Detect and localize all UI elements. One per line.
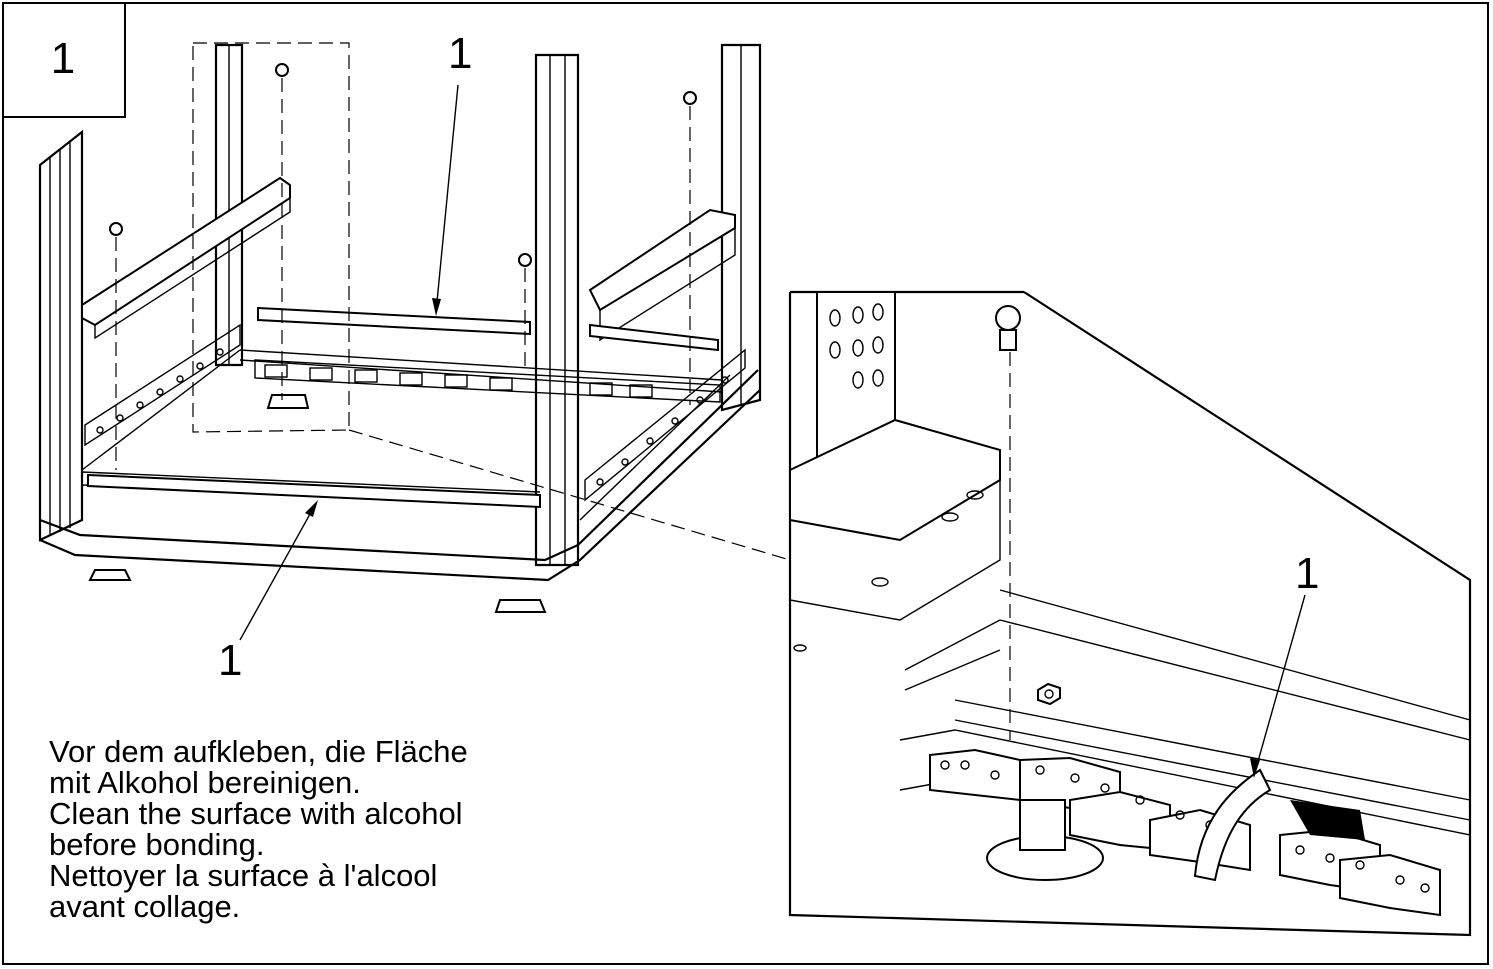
- callout-bottom-left: 1: [218, 636, 242, 685]
- bonding-strip: [1193, 768, 1272, 882]
- left-perforated-rail: [84, 323, 241, 447]
- callout-top: 1: [448, 29, 472, 78]
- screws: [109, 63, 697, 470]
- cabinet-frame: [38, 42, 791, 613]
- instruction-note: Vor dem aufkleben, die Fläche mit Alkoho…: [49, 736, 549, 922]
- note-line-fr-2: avant collage.: [49, 889, 241, 924]
- leader-top: [435, 84, 459, 313]
- backing-tape: [1290, 800, 1365, 840]
- right-perforated-rail: [584, 348, 746, 502]
- note-line-de-1: Vor dem aufkleben, die Fläche: [49, 734, 468, 769]
- step-number-box: 1: [2, 2, 126, 118]
- detail-marker-box: [192, 42, 350, 433]
- detail-leader-line: [348, 429, 791, 561]
- detail-view: [788, 290, 1472, 937]
- note-line-en-1: Clean the surface with alcohol: [49, 796, 463, 831]
- note-line-en-2: before bonding.: [49, 827, 265, 862]
- callout-detail: 1: [1295, 549, 1319, 598]
- leader-bottom: [239, 504, 316, 641]
- note-line-de-2: mit Alkohol bereinigen.: [49, 765, 361, 800]
- step-number: 1: [50, 34, 76, 83]
- note-line-fr-1: Nettoyer la surface à l'alcool: [49, 858, 438, 893]
- leader-detail: [1254, 594, 1306, 773]
